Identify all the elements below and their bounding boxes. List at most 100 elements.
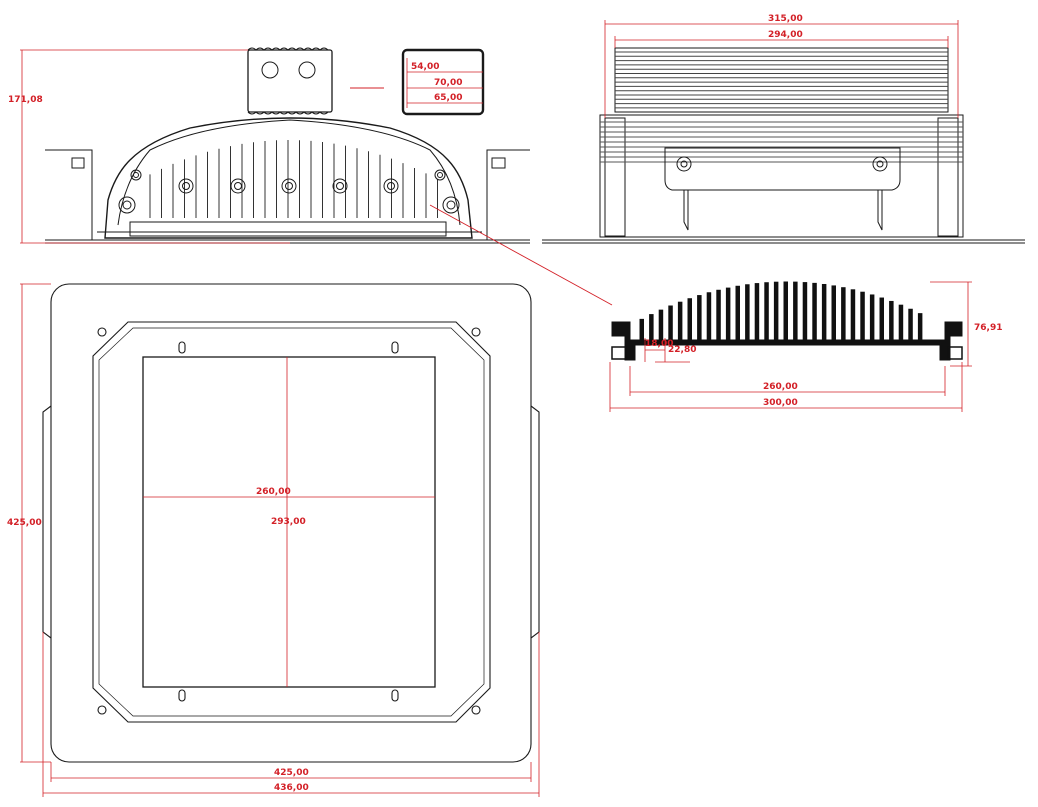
- front-screw-boss: [442, 196, 460, 214]
- profile-right-clip: [947, 346, 963, 360]
- profile-fin: [773, 281, 779, 341]
- dim-label-18: 18,00: [645, 339, 673, 349]
- dim-label-436: 436,00: [274, 783, 309, 793]
- dim-label-76: 76,91: [974, 323, 1002, 333]
- profile-fin: [917, 313, 923, 341]
- dim-label-70: 70,00: [434, 78, 462, 88]
- dim-label-300: 300,00: [763, 398, 798, 408]
- profile-fin: [725, 287, 731, 341]
- side-right-flange: [937, 117, 959, 237]
- front-screw-boss: [178, 178, 194, 194]
- connector-profile: [401, 48, 485, 116]
- side-cover-plate: [664, 147, 901, 191]
- profile-fin: [783, 281, 788, 341]
- top-hole-tr: [471, 327, 481, 337]
- profile-fin: [821, 283, 827, 341]
- profile-fin: [831, 285, 836, 341]
- connector-box-knurl-bottom: [247, 111, 329, 115]
- front-view-dimensions: [20, 49, 483, 244]
- profile-fin: [668, 305, 673, 341]
- front-fins: [149, 140, 438, 218]
- profile-fin: [687, 298, 692, 341]
- dim-label-293: 293,00: [271, 517, 306, 527]
- front-screw-boss-inner: [122, 200, 132, 210]
- side-body: [599, 114, 964, 238]
- front-screw-boss: [130, 169, 142, 181]
- profile-view-labels: 76,91 18,00 22,80 260,00 300,00: [645, 323, 1002, 408]
- front-screw-boss-inner: [446, 200, 456, 210]
- profile-fin: [697, 295, 702, 341]
- side-screw-left-inner: [680, 160, 688, 168]
- top-hole-tl: [97, 327, 107, 337]
- side-view: [542, 47, 1025, 244]
- profile-fin: [793, 281, 798, 341]
- front-screw-boss-inner: [182, 182, 190, 190]
- profile-fin: [898, 304, 904, 341]
- profile-fin: [745, 284, 750, 341]
- front-screw-boss-inner: [234, 182, 242, 190]
- profile-fin: [706, 292, 712, 341]
- top-right-tab: [530, 405, 540, 639]
- dim-label-22: 22,80: [668, 345, 696, 355]
- front-screw-boss: [230, 178, 246, 194]
- side-pin-right: [877, 190, 883, 231]
- profile-base: [611, 321, 963, 361]
- profile-fin: [639, 318, 644, 341]
- profile-fin: [649, 314, 654, 341]
- top-view: [42, 283, 540, 763]
- top-slot-br: [391, 689, 399, 702]
- profile-fin: [716, 289, 721, 341]
- profile-fin: [850, 289, 856, 341]
- front-screw-bosses: [118, 169, 460, 214]
- dim-label-54: 54,00: [411, 62, 439, 72]
- top-slot-tr: [391, 341, 399, 354]
- profile-fin: [735, 285, 740, 341]
- side-flange-lines: [600, 121, 963, 163]
- front-screw-boss-inner: [285, 182, 293, 190]
- front-screw-boss-inner: [387, 182, 395, 190]
- side-view-labels: 315,00 294,00: [768, 14, 803, 40]
- profile-fin: [658, 309, 664, 341]
- side-fin-block: [614, 47, 949, 113]
- dim-label-260-top: 260,00: [256, 487, 291, 497]
- top-outer-frame: [50, 283, 532, 763]
- dim-label-294: 294,00: [768, 30, 803, 40]
- profile-fin: [869, 294, 875, 341]
- profile-fin: [860, 291, 865, 341]
- side-screw-left: [676, 156, 692, 172]
- top-view-dimensions: [20, 283, 540, 797]
- profile-left-clip: [611, 346, 627, 360]
- front-screw-boss: [281, 178, 297, 194]
- dim-label-315: 315,00: [768, 14, 803, 24]
- profile-fin: [889, 300, 894, 341]
- dim-label-425-vertical: 425,00: [7, 518, 42, 528]
- side-left-flange: [604, 117, 626, 237]
- connector-box: [247, 47, 333, 115]
- front-right-bracket: [486, 149, 530, 240]
- profile-fins: [639, 281, 923, 341]
- side-view-dimensions: [604, 20, 959, 118]
- top-slot-tl: [178, 341, 186, 354]
- profile-view-dimensions: [609, 281, 972, 412]
- front-left-bracket: [45, 149, 93, 240]
- top-hole-bl: [97, 705, 107, 715]
- top-lens-window: [142, 356, 436, 688]
- dim-label-65: 65,00: [434, 93, 462, 103]
- profile-fin: [908, 308, 913, 341]
- top-slot-bl: [178, 689, 186, 702]
- front-housing-outline: [104, 117, 473, 239]
- front-view-labels: 171,08 54,00 70,00 65,00: [8, 62, 462, 105]
- profile-fin: [677, 301, 683, 341]
- profile-leader-line: [429, 204, 613, 306]
- side-fins: [615, 51, 948, 109]
- profile-fin: [764, 282, 769, 341]
- top-inner-octagon-2: [98, 327, 485, 717]
- front-screw-boss-inner: [336, 182, 344, 190]
- front-screw-boss-inner: [437, 172, 443, 178]
- top-inner-octagon: [92, 321, 491, 723]
- dim-label-425-horizontal: 425,00: [274, 768, 309, 778]
- front-housing-inner: [117, 119, 461, 226]
- top-view-labels: 425,00 260,00 293,00 425,00 436,00: [7, 487, 309, 793]
- profile-fin: [879, 297, 884, 341]
